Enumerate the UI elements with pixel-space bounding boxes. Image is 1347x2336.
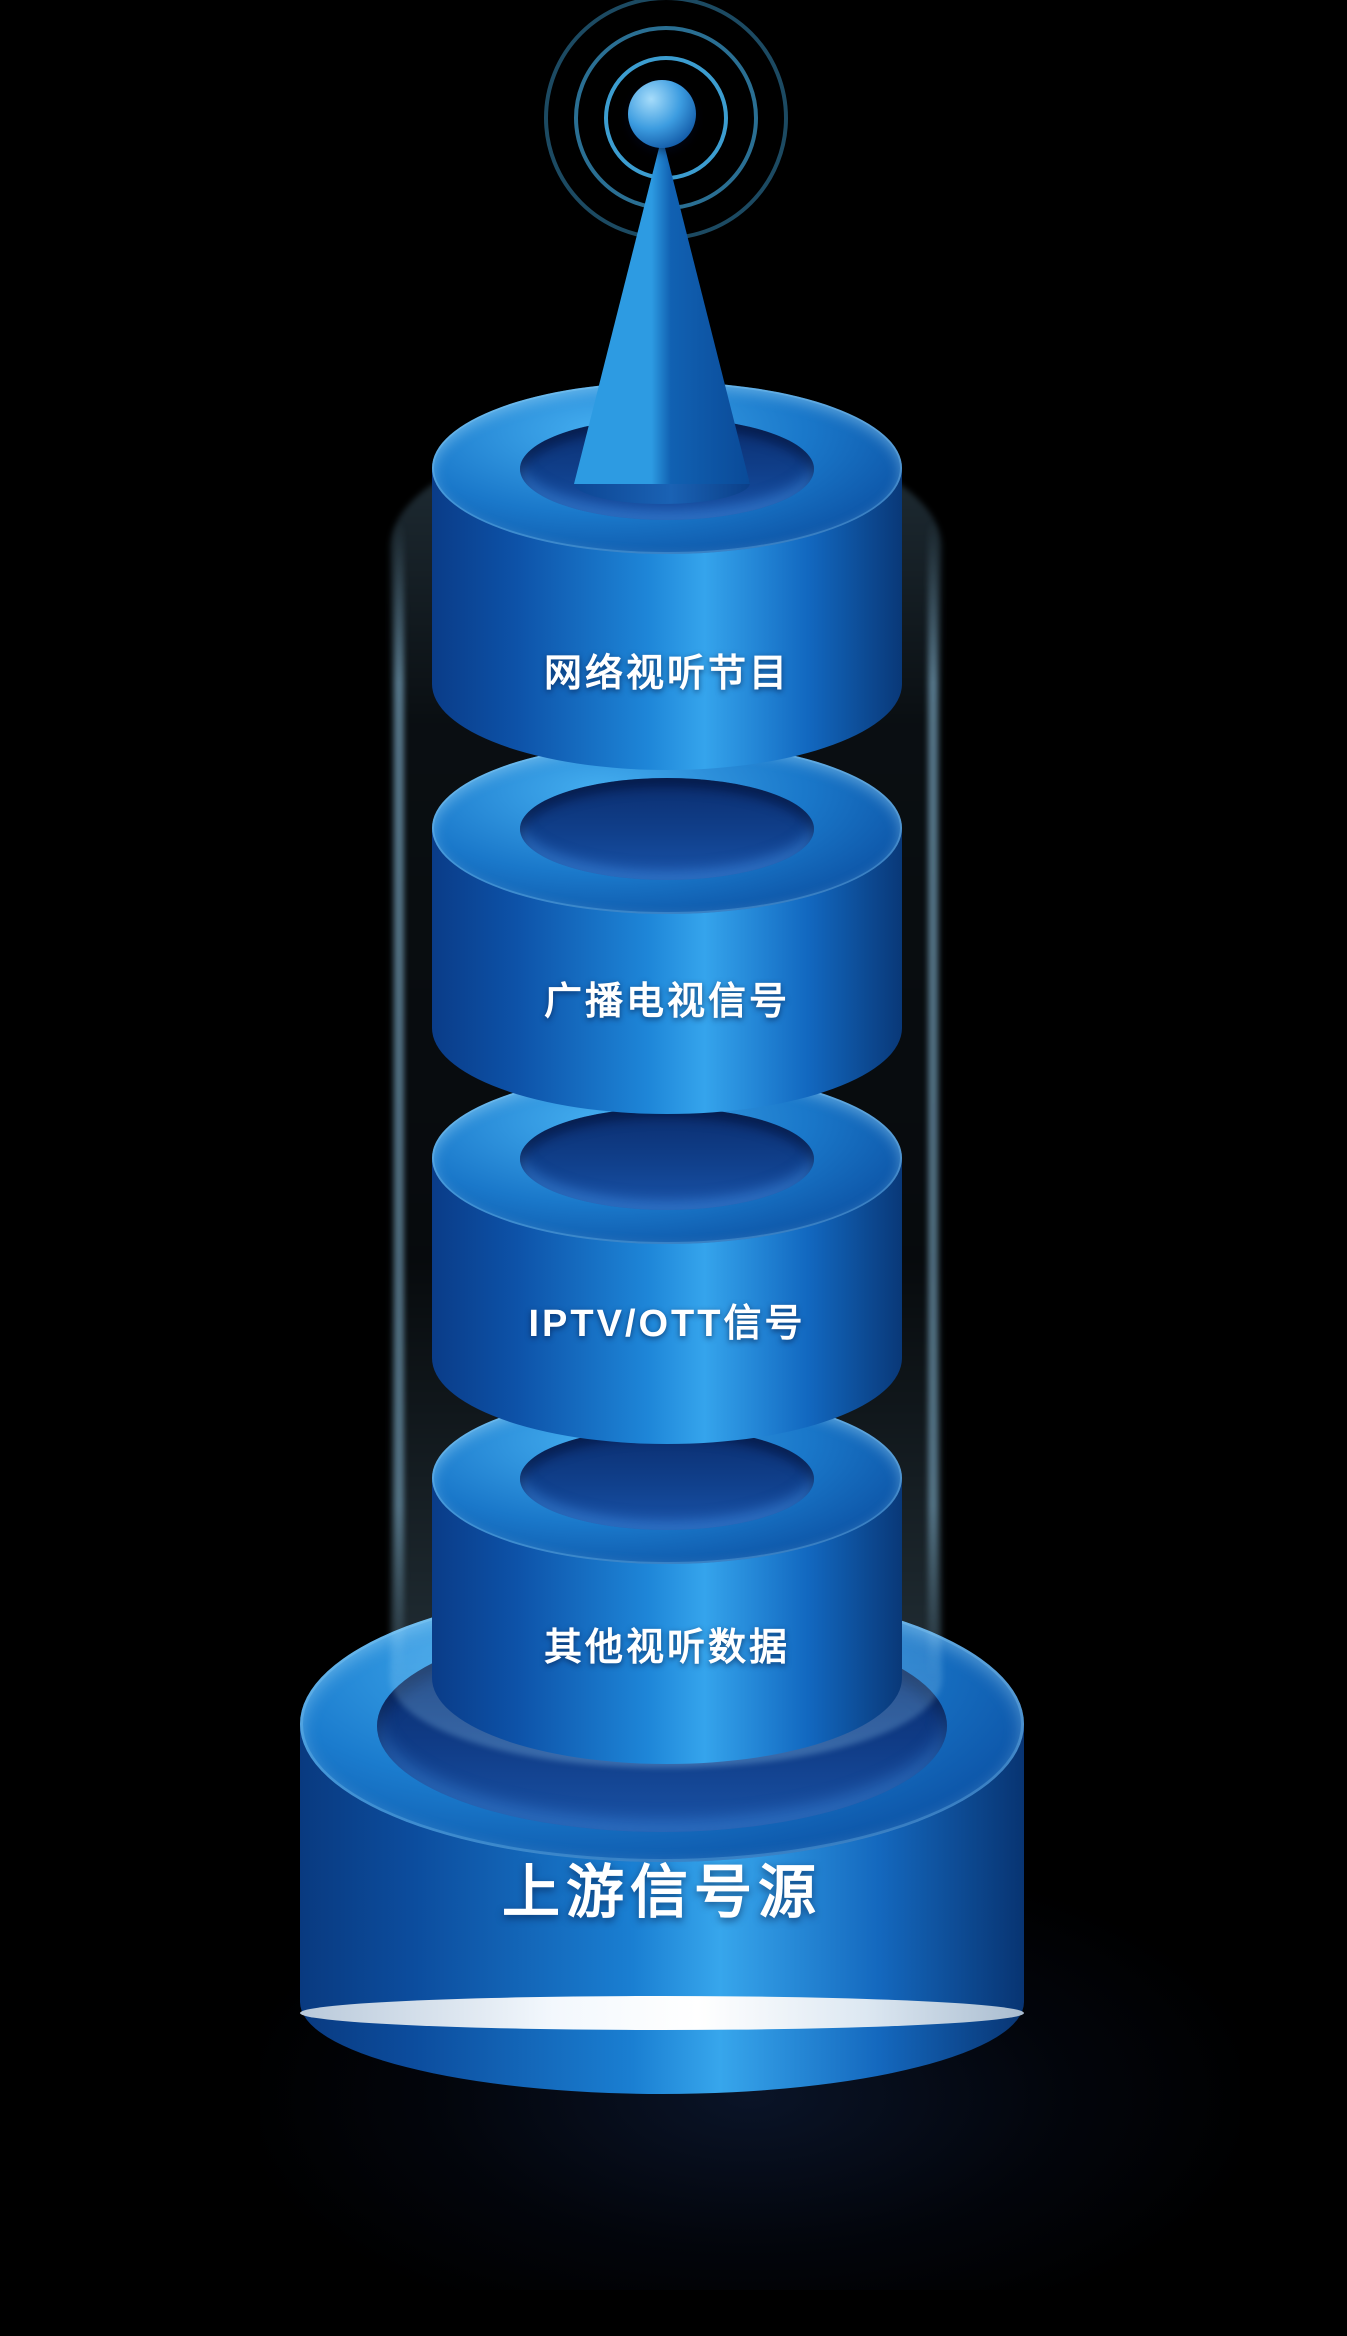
cylinder-recess [520, 778, 814, 880]
layer-label: 网络视听节目 [543, 653, 790, 695]
layer-cylinder-1: 网络视听节目 [432, 382, 902, 802]
antenna-ball [628, 80, 696, 148]
base-stripe [300, 1996, 1024, 2030]
layer-cylinder-2: 广播电视信号 [432, 742, 902, 1162]
cylinder-recess [520, 1428, 814, 1530]
glow-edge-right [928, 520, 938, 1680]
layer-label: 广播电视信号 [543, 981, 790, 1023]
cylinder-recess [520, 1108, 814, 1210]
layer-label: IPTV/OTT信号 [528, 1303, 806, 1345]
glow-edge-left [394, 520, 404, 1680]
layer-label: 其他视听数据 [543, 1627, 790, 1669]
base-label: 上游信号源 [501, 1860, 822, 1925]
